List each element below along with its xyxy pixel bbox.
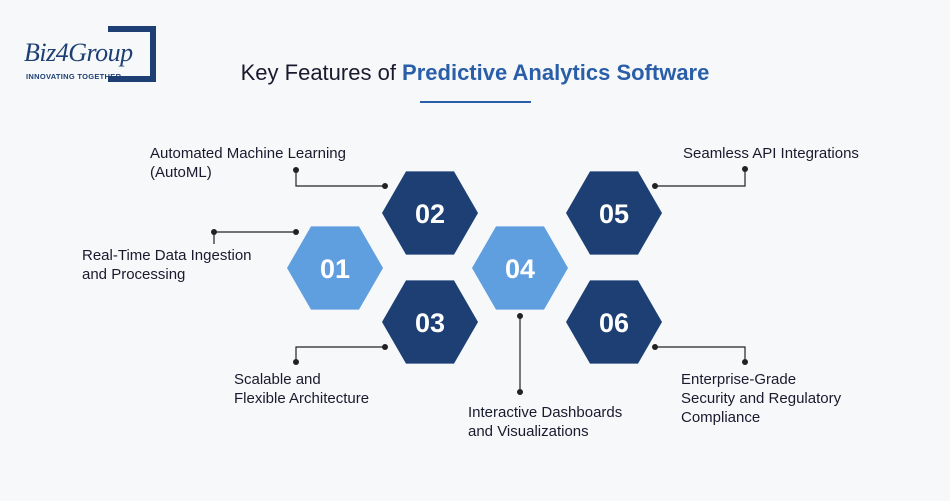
connector-dot-01b — [211, 229, 217, 235]
feature-label-02: Automated Machine Learning (AutoML) — [150, 144, 346, 182]
hexagon-06: 06 — [566, 280, 662, 364]
hexagon-04-shape — [472, 226, 568, 310]
company-logo: Biz4Group INNOVATING TOGETHER — [22, 26, 162, 86]
feature-label-03: Scalable and Flexible Architecture — [234, 370, 369, 408]
hexagon-03-shape — [382, 280, 478, 364]
connector-01 — [213, 231, 296, 244]
connector-dot-06a — [652, 344, 658, 350]
logo-wordmark: Biz4Group — [24, 38, 133, 67]
connector-lines — [211, 166, 748, 395]
title-underline — [420, 101, 531, 103]
connector-dot-05b — [742, 166, 748, 172]
title-highlight: Predictive Analytics Software — [402, 60, 710, 85]
feature-label-06: Enterprise-Grade Security and Regulatory… — [681, 370, 841, 427]
feature-label-01-line2: and Processing — [82, 266, 186, 283]
connector-dot-03a — [382, 344, 388, 350]
feature-label-02-line1: Automated Machine Learning — [150, 145, 346, 162]
hexagon-01-number: 01 — [320, 254, 350, 284]
connector-dot-01a — [293, 229, 299, 235]
connector-dot-04a — [517, 313, 523, 319]
page-title: Key Features of Predictive Analytics Sof… — [0, 60, 950, 86]
connector-06 — [655, 346, 746, 362]
hexagon-02-shape — [382, 171, 478, 255]
feature-label-04-line2: and Visualizations — [468, 423, 589, 440]
feature-label-01: Real-Time Data Ingestion and Processing — [82, 246, 252, 284]
connector-03 — [295, 346, 385, 362]
logo-frame-icon — [108, 26, 156, 82]
connector-dot-02b — [293, 167, 299, 173]
connector-dot-05a — [652, 183, 658, 189]
connector-02 — [295, 170, 385, 187]
connector-dot-02a — [382, 183, 388, 189]
hexagon-05-shape — [566, 171, 662, 255]
hexagon-01: 01 — [287, 226, 383, 310]
hexagon-02: 02 — [382, 171, 478, 255]
title-prefix: Key Features of — [240, 60, 403, 85]
feature-label-05: Seamless API Integrations — [683, 144, 859, 163]
feature-label-03-line2: Flexible Architecture — [234, 390, 370, 407]
hexagon-03-number: 03 — [415, 308, 445, 338]
connector-dot-04b — [517, 389, 523, 395]
hexagon-06-shape — [566, 280, 662, 364]
hexagon-04-number: 04 — [505, 254, 535, 284]
feature-label-02-line2: (AutoML) — [150, 164, 212, 181]
connector-dot-03b — [293, 359, 299, 365]
feature-label-06-line1: Enterprise-Grade — [681, 371, 797, 388]
feature-label-03-line1: Scalable and — [234, 371, 321, 388]
feature-label-06-line3: Compliance — [681, 409, 761, 426]
hexagon-05: 05 — [566, 171, 662, 255]
connector-05 — [655, 169, 746, 187]
feature-label-01-line1: Real-Time Data Ingestion — [82, 247, 252, 264]
connector-dot-06b — [742, 359, 748, 365]
hexagon-05-number: 05 — [599, 199, 629, 229]
hexagon-06-number: 06 — [599, 308, 629, 338]
hexagon-04: 04 — [472, 226, 568, 310]
feature-label-06-line2: Security and Regulatory — [681, 390, 842, 407]
feature-label-05-line1: Seamless API Integrations — [683, 145, 859, 162]
feature-label-04: Interactive Dashboards and Visualization… — [468, 403, 622, 441]
hexagon-02-number: 02 — [415, 199, 445, 229]
feature-label-04-line1: Interactive Dashboards — [468, 404, 623, 421]
hexagon-03: 03 — [382, 280, 478, 364]
hexagon-01-shape — [287, 226, 383, 310]
logo-tagline: INNOVATING TOGETHER — [26, 72, 122, 81]
